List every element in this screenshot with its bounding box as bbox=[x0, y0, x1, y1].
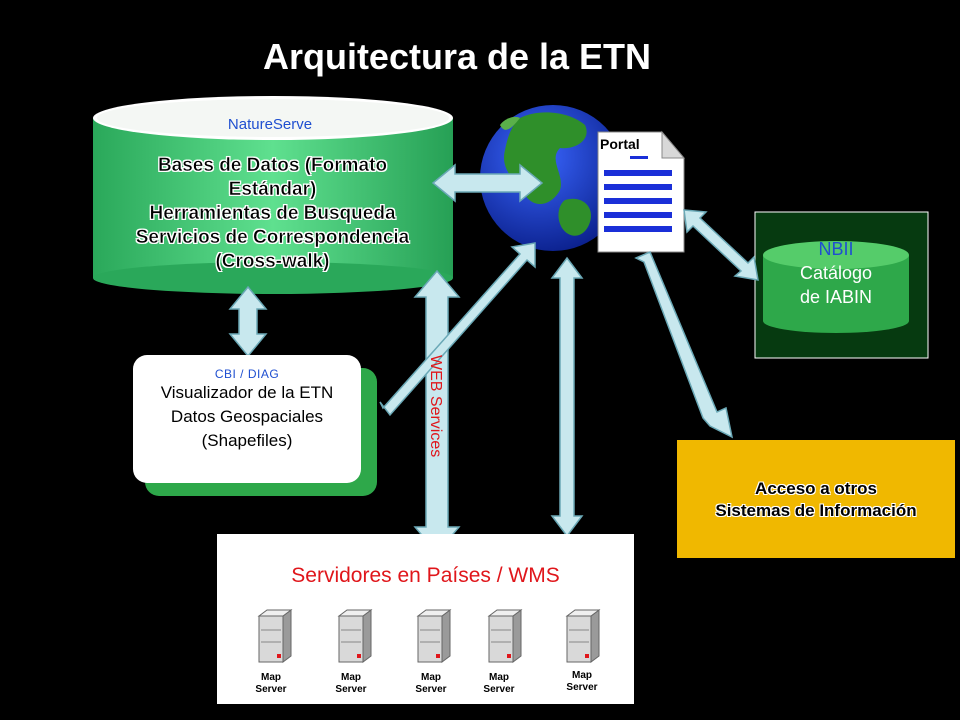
servers-title: Servidores en Países / WMS bbox=[291, 564, 560, 587]
portal-document-icon bbox=[597, 130, 686, 253]
arrow-portal-access bbox=[634, 251, 734, 439]
arrow-portal-nbii bbox=[683, 209, 759, 281]
server-icons bbox=[257, 609, 601, 663]
cbi-viewer-card: CBI / DIAG Visualizador de la ETN Datos … bbox=[133, 355, 361, 483]
server-icon bbox=[337, 609, 373, 663]
cbi-line-3: (Shapefiles) bbox=[201, 431, 293, 450]
nbii-line-3: de IABIN bbox=[799, 287, 873, 307]
access-line-1: Acceso a otros bbox=[755, 479, 877, 498]
nbii-line-2: Catálogo bbox=[799, 263, 873, 283]
portal-label: Portal bbox=[600, 136, 640, 152]
page-title: Arquitectura de la ETN bbox=[262, 36, 652, 77]
server-icon bbox=[565, 609, 601, 663]
cbi-line-1: Visualizador de la ETN bbox=[160, 383, 334, 402]
database-provider-label: NatureServe bbox=[227, 116, 313, 133]
access-other-systems-box: Acceso a otros Sistemas de Información bbox=[677, 440, 955, 558]
arrow-portal-servers bbox=[550, 256, 584, 538]
nbii-label: NBII Catálogo de IABIN bbox=[763, 237, 909, 309]
database-line-2: Estándar) bbox=[228, 179, 317, 201]
database-cylinder bbox=[93, 96, 453, 294]
server-icon bbox=[487, 609, 523, 663]
database-line-1: Bases de Datos (Formato bbox=[157, 155, 388, 177]
database-description: Bases de Datos (Formato Estándar) Herram… bbox=[95, 154, 450, 274]
nbii-catalog-box bbox=[754, 211, 929, 359]
web-services-label: WEB Services bbox=[422, 355, 452, 485]
arrow-db-cbi bbox=[228, 285, 268, 358]
connection-arrows bbox=[228, 163, 759, 555]
web-services-text: WEB Services bbox=[427, 355, 444, 458]
nbii-line-1: NBII bbox=[818, 239, 854, 259]
database-line-4: Servicios de Correspondencia bbox=[135, 227, 410, 249]
database-line-5: (Cross-walk) bbox=[215, 251, 330, 273]
cbi-tag: CBI / DIAG bbox=[214, 367, 280, 381]
server-icon bbox=[416, 609, 452, 663]
access-line-2: Sistemas de Información bbox=[715, 501, 917, 520]
database-line-3: Herramientas de Busqueda bbox=[149, 203, 396, 225]
arrow-cbi-globe bbox=[379, 242, 536, 417]
server-icon bbox=[257, 609, 293, 663]
arrow-db-globe bbox=[431, 163, 544, 203]
cbi-line-2: Datos Geospaciales bbox=[170, 407, 324, 426]
